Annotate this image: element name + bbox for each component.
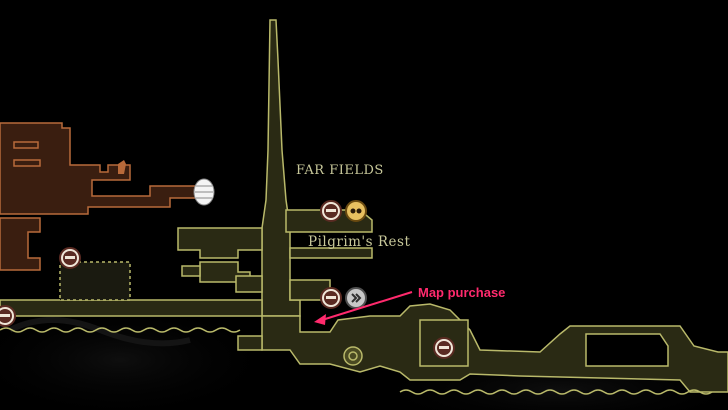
bench-icon[interactable] — [0, 305, 16, 327]
neighbor-area — [0, 122, 197, 271]
bench-icon[interactable] — [59, 247, 81, 269]
bench-icon[interactable] — [320, 200, 342, 222]
cocoon-icon[interactable] — [193, 178, 215, 206]
annotation-arrow — [314, 291, 413, 325]
map-purchase-annotation: Map purchase — [418, 285, 506, 300]
region-name-label: FAR FIELDS — [296, 163, 384, 178]
fast-travel-icon[interactable] — [345, 287, 367, 309]
map-icons — [0, 160, 455, 366]
bench-icon[interactable] — [118, 160, 126, 174]
location-name-label: Pilgrim's Rest — [308, 234, 411, 250]
bench-icon[interactable] — [320, 287, 342, 309]
bench-icon[interactable] — [433, 337, 455, 359]
shrine-icon[interactable] — [343, 346, 363, 366]
far-fields-area — [0, 19, 728, 395]
vendor-icon[interactable] — [345, 200, 367, 222]
